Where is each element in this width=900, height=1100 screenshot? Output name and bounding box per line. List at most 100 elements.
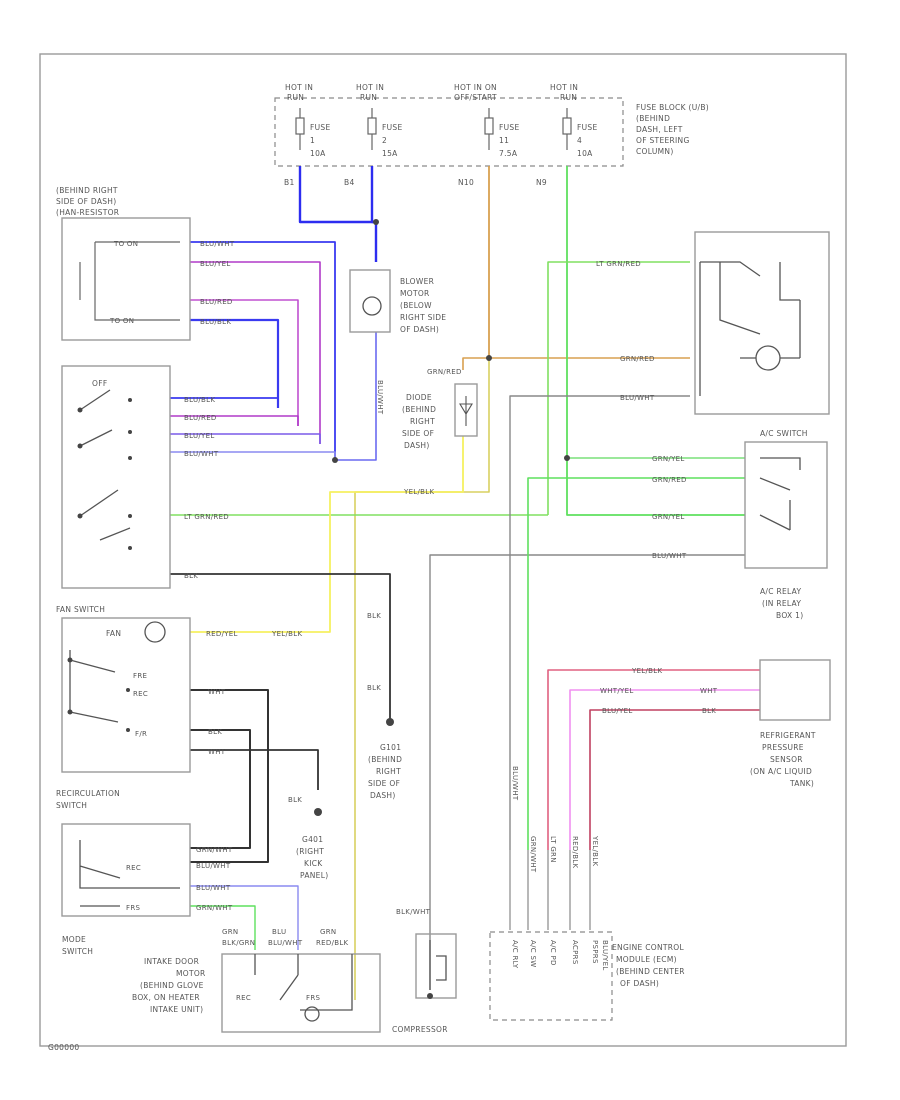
ac-switch-wire-3: GRN/YEL: [652, 513, 685, 521]
junction-dots: [314, 219, 570, 816]
wire-sw-2: [170, 415, 299, 426]
blower-switch-off: OFF: [92, 379, 107, 388]
sensor-mid-2: BLK: [702, 707, 716, 715]
g401-label-1: G401: [302, 835, 323, 844]
fan-term-1: FRE: [133, 672, 147, 680]
resistor-loc-1: (BEHIND RIGHT: [56, 186, 118, 195]
footer-code: G00000: [48, 1043, 79, 1052]
ecm-wire-4: RED/BLK: [571, 836, 579, 869]
ecm: BLU/WHT GRN/WHT LT GRN RED/BLK YEL/BLK B…: [489, 766, 684, 1021]
ecm-wire-3: LT GRN: [549, 836, 557, 863]
blower-label-3: (BELOW: [400, 301, 432, 310]
diode-label-4: SIDE OF: [402, 429, 434, 438]
fuse-num-4: 4: [577, 136, 582, 145]
blower-switch-wire-1: BLU/BLK: [184, 396, 215, 404]
blower-wire: BLU/WHT: [376, 380, 384, 415]
intake-term-1: REC: [236, 994, 251, 1002]
therm-wire-1: LT GRN/RED: [596, 260, 641, 268]
ac-switch-wire-1: GRN/YEL: [652, 455, 685, 463]
ecm-pin-3: A/C PD: [549, 940, 557, 966]
fuse-word-1: FUSE: [310, 123, 331, 132]
fan-wire-2: YEL/BLK: [271, 630, 302, 638]
intake-bot-1: BLK/GRN: [222, 939, 255, 947]
wire-yel: [190, 436, 464, 633]
intake-term-2: FRS: [306, 994, 320, 1002]
fuse-loc-5: COLUMN): [636, 147, 674, 156]
fuse-hot-sub-2: RUN: [360, 93, 377, 102]
resistor-wire-2: BLU/YEL: [200, 260, 231, 268]
wire-ltgrn-relay: [547, 261, 690, 515]
wire-fan-1: [190, 689, 269, 863]
fan-switch: FAN SWITCH FAN FRE REC F/R RED/YEL YEL/B…: [56, 605, 302, 810]
g101-label-1: G101: [380, 743, 401, 752]
fuse-hot-2: HOT IN: [356, 83, 384, 92]
ac-relay-label-1: A/C RELAY: [760, 587, 802, 596]
fan-wire-1: RED/YEL: [206, 630, 238, 638]
g401-ground: BLK G401 (RIGHT KICK PANEL): [288, 796, 328, 880]
fan-wire-3: WHT: [208, 688, 226, 696]
resistor-wire-3: BLU/RED: [200, 298, 233, 306]
diode-label-5: DASH): [404, 441, 430, 450]
wire-label-blk2: BLK: [367, 684, 381, 692]
ecm-wire-2: GRN/WHT: [529, 836, 537, 873]
ac-switch-title: A/C SWITCH: [760, 429, 808, 438]
mode-label-1: MODE: [62, 935, 86, 944]
g401-label-4: PANEL): [300, 871, 328, 880]
wire-pink-sensor: [547, 669, 760, 850]
fuse-num-3: 11: [499, 136, 509, 145]
wire-magenta-sensor: [569, 689, 760, 850]
fuse-pin-b1: B1: [284, 178, 295, 187]
intake-label-4: BOX, ON HEATER: [132, 993, 200, 1002]
fuse-amp-3: 7.5A: [499, 149, 518, 158]
wire-orn-down: [354, 358, 490, 1000]
wire-gray-compressor: [429, 554, 745, 990]
diode-label-3: RIGHT: [410, 417, 435, 426]
fuse-word-3: FUSE: [499, 123, 520, 132]
ac-relay-label-3: BOX 1): [776, 611, 803, 620]
diagram-frame: [39, 53, 847, 1047]
recirc-label-1: RECIRCULATION: [56, 789, 120, 798]
fuse-loc-2: (BEHIND: [636, 114, 670, 123]
resistor-top-label: TO ON: [113, 240, 138, 248]
wire-fuse2-blu: [370, 166, 378, 262]
wire-blk-g101: [170, 573, 391, 722]
g101-label-3: RIGHT: [376, 767, 401, 776]
ecm-label-1: ENGINE CONTROL: [612, 943, 684, 952]
compressor: BLK/WHT COMPRESSOR: [392, 908, 457, 1034]
fuse-pin-b4: B4: [344, 178, 355, 187]
fuse-hot-sub-3: OFF/START: [454, 93, 497, 102]
ecm-pin-4: ACPRS: [571, 940, 579, 965]
ecm-wire-5: YEL/BLK: [591, 835, 599, 866]
ecm-pin-2: A/C SW: [529, 940, 537, 967]
fan-term-3: F/R: [135, 730, 147, 738]
wire-sw-3: [170, 433, 321, 444]
blower-resistor: (BEHIND RIGHT SIDE OF DASH) (HAN-RESISTO…: [56, 186, 235, 341]
fuse-hot-sub-4: RUN: [560, 93, 577, 102]
fuse-num-2: 2: [382, 136, 387, 145]
mode-wire-3: BLU/WHT: [196, 884, 231, 892]
mode-term-1: REC: [126, 864, 141, 872]
intake-label-1: INTAKE DOOR: [144, 957, 199, 966]
sensor-wire-2: WHT/YEL: [600, 687, 634, 695]
compressor-label: COMPRESSOR: [392, 1025, 448, 1034]
wire-fan-gnd: [190, 749, 319, 790]
fuse-loc-4: OF STEERING: [636, 136, 690, 145]
fuse-word-4: FUSE: [577, 123, 598, 132]
ac-switch-wire-2: GRN/RED: [652, 476, 687, 484]
wire-res-2: [190, 261, 321, 444]
resistor-wire-1: BLU/WHT: [200, 240, 235, 248]
fuse-amp-4: 10A: [577, 149, 593, 158]
wire-blower-to-switch: [335, 332, 377, 461]
recirc-label-2: SWITCH: [56, 801, 87, 810]
blower-switch-ltgrn: LT GRN/RED: [184, 513, 229, 521]
blower-label-5: OF DASH): [400, 325, 439, 334]
blower-switch: OFF BLU/BLK BLU/RED BLU/YEL BLU/WHT LT G…: [61, 365, 229, 589]
blower-switch-wire-2: BLU/RED: [184, 414, 217, 422]
fuse-hot-3: HOT IN ON: [454, 83, 497, 92]
g401-blk: BLK: [288, 796, 302, 804]
resistor-wire-4: BLU/BLK: [200, 318, 231, 326]
blower-switch-blk: BLK: [184, 572, 198, 580]
resistor-loc-3: (HAN-RESISTOR: [56, 208, 119, 217]
g101-label-4: SIDE OF: [368, 779, 400, 788]
